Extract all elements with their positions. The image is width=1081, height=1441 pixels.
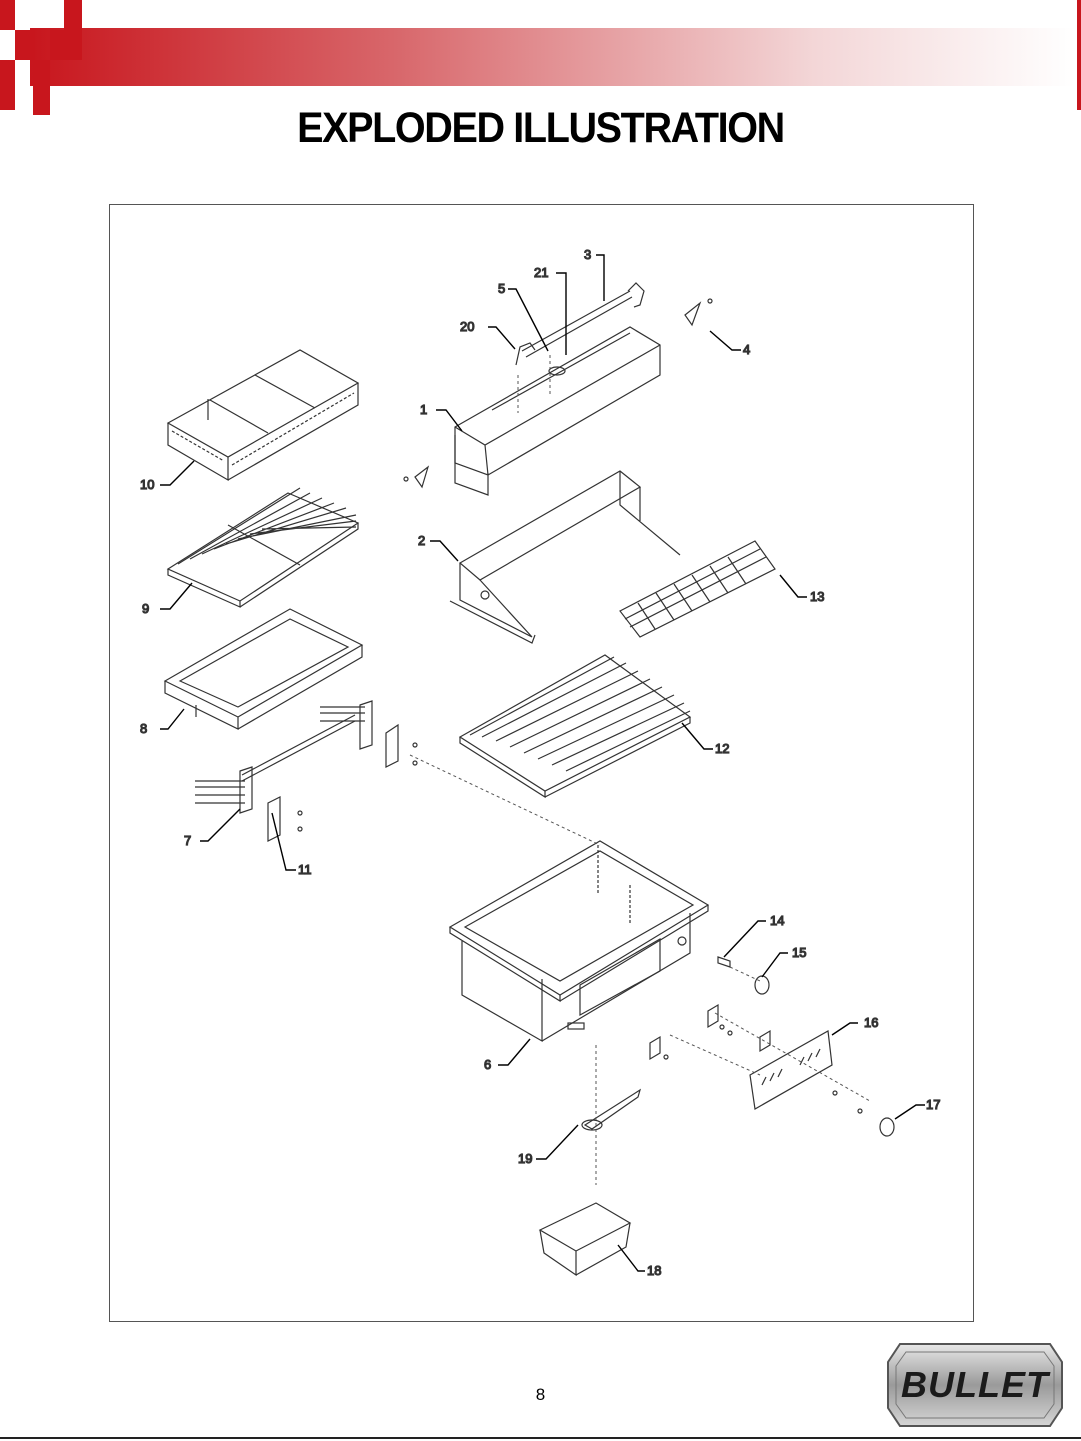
diagram-drawing: 1 2 3 4 5 6 7 8 9 10 11 12 13 14 15 16 1… (110, 205, 975, 1323)
part-hardware (650, 1005, 862, 1113)
part-8-tray (165, 609, 362, 729)
part-16-panel (750, 1031, 832, 1109)
part-11-bracket (268, 725, 417, 841)
footer-rule (0, 1437, 1081, 1439)
part-9-grate (168, 488, 358, 607)
callout-18: 18 (647, 1263, 661, 1278)
callout-15: 15 (792, 945, 806, 960)
callout-4: 4 (743, 342, 750, 357)
callout-12: 12 (715, 741, 729, 756)
callout-6: 6 (484, 1057, 491, 1072)
part-12-grid (460, 655, 690, 797)
header-banner (0, 0, 1081, 118)
part-2-cradle (450, 471, 680, 643)
part-18-cup (540, 1203, 630, 1275)
callout-16: 16 (864, 1015, 878, 1030)
callout-19: 19 (518, 1151, 532, 1166)
part-14-valve (718, 957, 730, 967)
part-1-hood (455, 327, 660, 495)
logo-text: BULLET (901, 1364, 1051, 1405)
callout-20: 20 (460, 319, 474, 334)
part-10-basket (168, 350, 358, 480)
page-title: EXPLODED ILLUSTRATION (43, 104, 1038, 153)
part-17-knob (880, 1118, 894, 1136)
callout-5: 5 (498, 281, 505, 296)
part-7-burner (195, 701, 372, 813)
callout-10: 10 (140, 477, 154, 492)
assembly-lines (410, 355, 870, 1185)
part-4-fastener (404, 299, 712, 487)
callout-13: 13 (810, 589, 824, 604)
callout-21: 21 (534, 265, 548, 280)
callout-8: 8 (140, 721, 147, 736)
callout-2: 2 (418, 533, 425, 548)
part-15-knob (755, 976, 769, 994)
part-6-firebox (450, 841, 708, 1041)
callout-3: 3 (584, 247, 591, 262)
exploded-diagram: 1 2 3 4 5 6 7 8 9 10 11 12 13 14 15 16 1… (109, 204, 974, 1322)
callout-11: 11 (298, 862, 312, 877)
part-19-deflector (582, 1090, 640, 1130)
part-13-rack (620, 541, 775, 637)
callout-17: 17 (926, 1097, 940, 1112)
callout-9: 9 (142, 601, 149, 616)
callout-14: 14 (770, 913, 784, 928)
callout-7: 7 (184, 833, 191, 848)
callout-1: 1 (420, 402, 427, 417)
bullet-logo: BULLET (886, 1342, 1064, 1428)
